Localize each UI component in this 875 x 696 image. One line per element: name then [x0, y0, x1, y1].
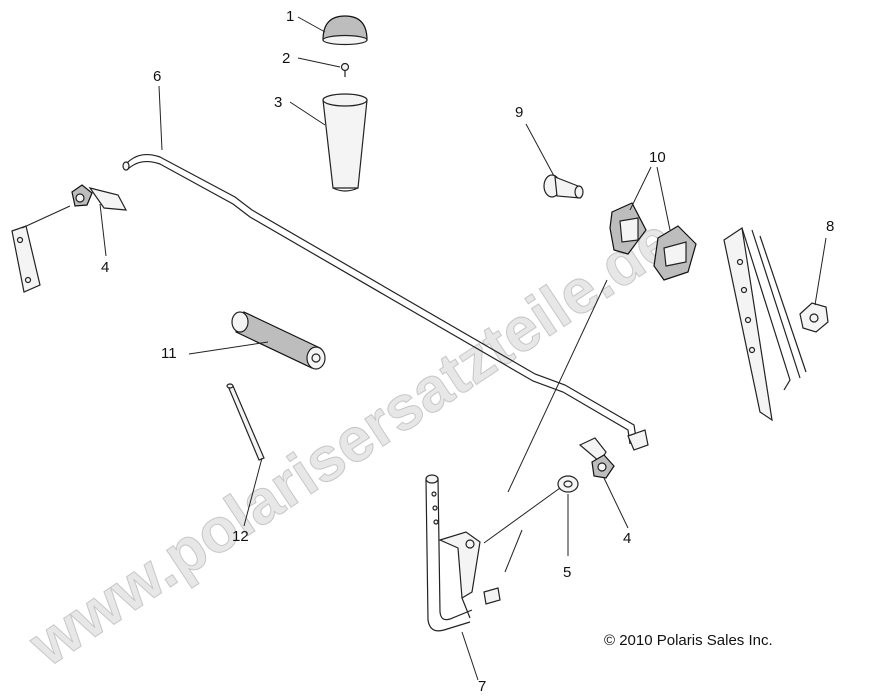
shift-rod-part: [122, 153, 649, 451]
callout-3: 3: [274, 94, 282, 111]
shift-handle-part: [322, 93, 368, 192]
callout-6: 6: [153, 68, 161, 85]
screw-part: [340, 62, 350, 77]
callout-9: 9: [515, 104, 523, 121]
rod-end-clip-right-part: [578, 437, 615, 479]
callout-4-right: 4: [623, 530, 631, 547]
washer-part: [557, 475, 579, 493]
callout-1: 1: [286, 8, 294, 25]
callout-5: 5: [563, 564, 571, 581]
callout-4-left: 4: [101, 259, 109, 276]
pin-part: [226, 383, 265, 461]
sleeve-part: [231, 311, 326, 370]
callout-10: 10: [649, 149, 666, 166]
bolt-part: [543, 174, 584, 199]
callout-7: 7: [478, 678, 486, 695]
shift-lever-part: [425, 474, 501, 632]
callout-2: 2: [282, 50, 290, 67]
nut-part: [799, 302, 829, 333]
callout-8: 8: [826, 218, 834, 235]
leader-lines: [21, 16, 827, 681]
knob-cap-part: [322, 15, 368, 46]
copyright-text: © 2010 Polaris Sales Inc.: [604, 632, 773, 649]
bushing-pair-part: [609, 202, 697, 281]
left-bracket-part: [11, 225, 41, 293]
callout-12: 12: [232, 528, 249, 545]
callout-11: 11: [161, 345, 177, 362]
rod-end-clip-left-part: [71, 184, 128, 211]
right-bracket-part: [723, 226, 807, 422]
